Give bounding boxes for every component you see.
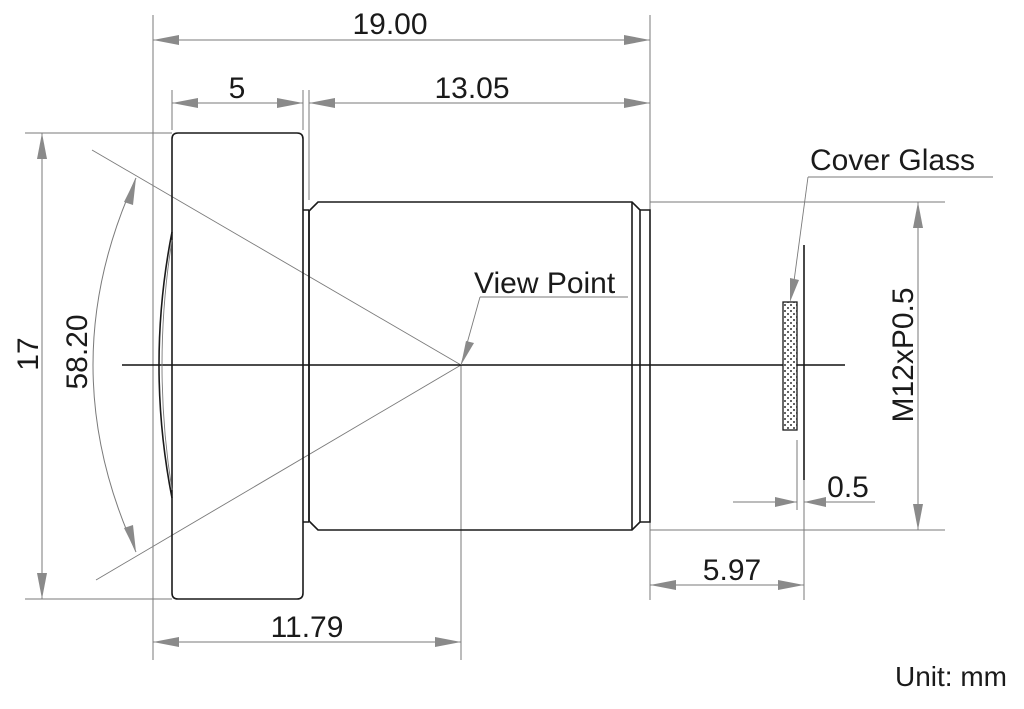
glass-thickness-label: 0.5: [827, 471, 869, 504]
front-barrel-label: 5: [229, 72, 246, 105]
rear-barrel-label: 13.05: [434, 72, 509, 105]
unit-label: Unit: mm: [895, 661, 1007, 692]
lens-body: [158, 132, 651, 600]
view-point-leader: View Point: [460, 267, 628, 366]
front-lens-dome: [158, 231, 173, 499]
cover-glass: [782, 301, 798, 431]
cover-glass-label: Cover Glass: [810, 144, 975, 177]
dimension-rear-barrel: 13.05: [309, 72, 650, 108]
dimension-view-point: 11.79: [153, 611, 461, 647]
cover-glass-leader: Cover Glass: [790, 144, 993, 302]
dimension-overall-length: 19.00: [153, 8, 650, 45]
rear-flange: [640, 209, 651, 523]
extension-lines: [25, 15, 945, 660]
front-barrel: [171, 132, 304, 600]
barrel-neck: [303, 209, 310, 523]
overall-length-label: 19.00: [352, 8, 427, 41]
dimension-outer-diameter: 17: [12, 133, 47, 599]
outer-diameter-label: 17: [12, 337, 45, 370]
thread-label: M12xP0.5: [887, 287, 920, 422]
dimension-thread: M12xP0.5: [887, 202, 923, 530]
view-point-label: View Point: [474, 267, 616, 300]
view-point-distance-label: 11.79: [271, 611, 344, 644]
fov-angle-label: 58.20: [61, 314, 94, 389]
dimension-glass-thickness: 0.5: [733, 471, 875, 507]
view-cone: [91, 149, 462, 581]
back-focal-label: 5.97: [703, 554, 761, 587]
dimension-back-focal: 5.97: [650, 554, 804, 590]
dimension-fov-angle: 58.20: [61, 177, 137, 553]
dimension-front-barrel: 5: [172, 72, 303, 108]
rear-barrel: [308, 201, 641, 531]
